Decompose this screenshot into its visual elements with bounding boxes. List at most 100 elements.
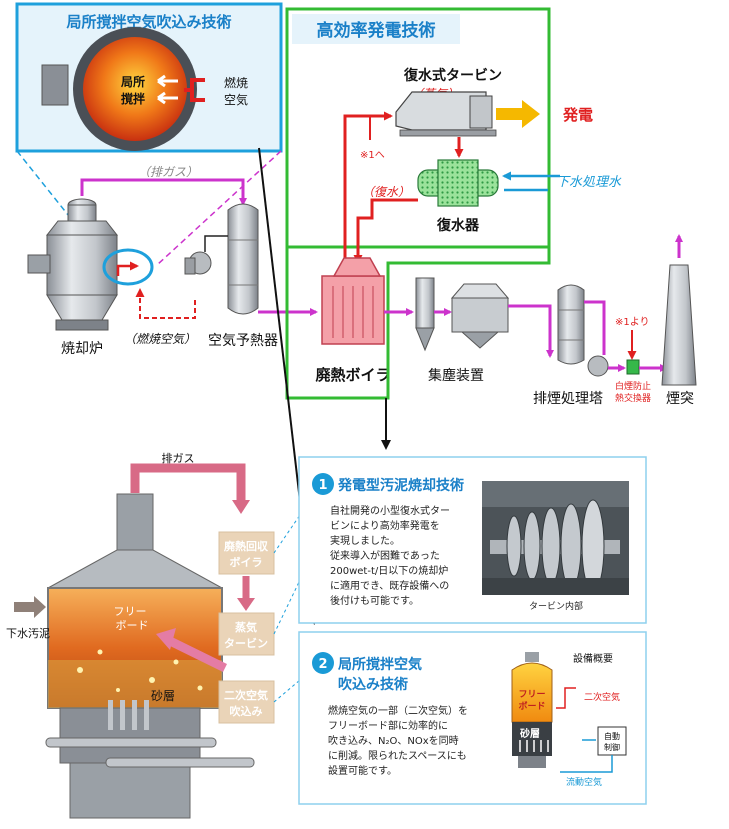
tech2-number: 2 (318, 657, 327, 672)
secondary-air-label-1: 二次空気 (224, 688, 268, 702)
mini-freeboard-2: ボード (518, 700, 545, 712)
steam-turbine-label-2: タービン (224, 636, 268, 650)
tech1-line: 従来導入が困難であった (330, 549, 440, 562)
furnace-cutaway: 排ガス フリー ボード 砂層 下水汚泥 (6, 451, 255, 819)
air-jet-arrow-upper (157, 74, 178, 88)
freeboard-label-1: フリー (114, 605, 147, 618)
sewage-water-label: 下水処理水 (556, 175, 622, 190)
tech2-line: 設置可能です。 (328, 764, 397, 777)
incinerator (27, 198, 119, 331)
chimney-label: 煙突 (666, 391, 694, 407)
steam-turbine-label-1: 蒸気 (235, 620, 257, 634)
detail-callout-circle (102, 248, 154, 286)
tech1-number-badge (312, 473, 334, 495)
furnace-exhaust-label: 排ガス (162, 451, 195, 465)
tech2-number-badge (312, 652, 334, 674)
gas-to-fan (584, 300, 606, 355)
tech2-line: 吹き込み、N₂O、NOxを同時 (328, 734, 459, 747)
mini-fluid-air-line (560, 755, 613, 773)
power-title: 高効率発電技術 (317, 20, 436, 41)
duct-stub (41, 64, 69, 106)
tech2-title-1: 局所撹拌空気 (338, 656, 422, 673)
dust-collector (415, 277, 510, 352)
gas-to-scrubber (508, 304, 554, 358)
air-preheater-label: 空気予熱器 (208, 333, 278, 349)
exhaust-gas-pipe (80, 178, 247, 206)
plume-hx-label-2: 熱交換器 (615, 392, 651, 404)
note-from-1: ※1より (615, 316, 650, 328)
combustion-air-line (135, 288, 196, 319)
combustion-air-label: （燃焼空気） (124, 332, 196, 346)
waste-heat-boiler (321, 257, 385, 345)
local-stirring-title: 局所撹拌空気吹込み技術 (65, 13, 231, 31)
exhaust-gas-label: （排ガス） (138, 165, 198, 179)
steam-pipe (343, 111, 393, 262)
scrubber-tower (557, 284, 609, 377)
auto-control-box (597, 726, 627, 756)
mini-secondary-air-label: 二次空気 (584, 691, 620, 703)
secondary-air-arrow (166, 635, 227, 673)
air-preheater (184, 203, 259, 315)
photo-caption: タービン内部 (529, 600, 583, 612)
scrubber-label: 排煙処理塔 (533, 391, 603, 407)
dust-collector-label: 集塵装置 (428, 367, 484, 384)
power-output-arrow (496, 100, 540, 128)
mini-fluid-air-label: 流動空気 (566, 776, 602, 788)
secondary-air-label-2: 吹込み (230, 704, 263, 718)
tech2-line: 燃焼空気の一部（二次空気）を (328, 704, 468, 717)
local-stirring-panel: 局所撹拌空気吹込み技術 局所 撹拌 燃焼 空気 (15, 2, 283, 153)
sand-bed-label: 砂層 (151, 689, 175, 703)
furnace-fireball (83, 37, 187, 141)
tech1-title: 発電型汚泥焼却技術 (337, 477, 464, 494)
tech1-line: 後付けも可能です。 (330, 594, 419, 607)
tech1-panel: 1 発電型汚泥焼却技術 自社開発の小型復水式ター ビンにより高効率発電を 実現し… (298, 456, 647, 624)
condensate-label: （復水） (362, 185, 410, 199)
condenser-label: 復水器 (436, 217, 480, 234)
note-to-1: ※1へ (360, 150, 385, 161)
plume-hx-label-1: 白煙防止 (615, 380, 651, 392)
mini-freeboard-1: フリー (518, 689, 545, 700)
sludge-inlet-arrow (14, 596, 46, 618)
auto-control-1: 自動 (604, 731, 620, 741)
tech1-line: ビンにより高効率発電を (330, 519, 440, 532)
sludge-label: 下水汚泥 (6, 627, 50, 640)
tech1-line: 実現しました。 (330, 534, 400, 547)
mini-furnace (511, 652, 553, 768)
condensate-pipe (353, 198, 418, 264)
boiler-recovery-box (218, 531, 275, 575)
chimney (661, 264, 697, 386)
plume-hx (626, 359, 640, 375)
tech2-title-2: 吹込み技術 (338, 676, 408, 693)
mini-sand-label: 砂層 (519, 727, 540, 740)
tech1-line: に適用でき、既存設備への (330, 579, 449, 592)
incinerator-label: 焼却炉 (61, 341, 103, 357)
tech1-number: 1 (318, 478, 327, 493)
boiler-highlight-outline (285, 247, 551, 400)
zoom-line-right (156, 150, 282, 266)
tech1-line: 200wet-t/日以下の焼却炉 (330, 565, 448, 577)
local-label-2: 撹拌 (121, 91, 145, 106)
freeboard-label-2: ボード (116, 619, 149, 632)
local-air-arrow (116, 261, 139, 276)
local-label-1: 局所 (121, 74, 145, 89)
mini-secondary-air-line (556, 687, 576, 709)
tech2-line: に削減。限られたスペースにも (328, 749, 467, 762)
overview-label: 設備概要 (573, 652, 613, 665)
turbine-label: 復水式タービン (403, 67, 502, 84)
secondary-air-box (218, 680, 275, 724)
power-generation-panel: 高効率発電技術 復水式タービン （蒸気） 発電 ※1へ 復水器 （復水） (285, 7, 593, 264)
air-label-1: 燃焼 (224, 75, 248, 90)
boiler-recovery-label-2: ボイラ (230, 555, 263, 569)
boiler-recovery-label-1: 廃熱回収 (224, 539, 269, 553)
turbine-rotor-photo (482, 481, 629, 595)
furnace-exhaust-pipe (130, 463, 246, 503)
tech2-panel: 2 局所撹拌空気 吹込み技術 燃焼空気の一部（二次空気）を フリーボード部に効率… (298, 631, 647, 805)
air-label-2: 空気 (224, 92, 248, 107)
tech1-line: 自社開発の小型復水式ター (330, 504, 450, 517)
power-out-label: 発電 (562, 106, 593, 124)
steam-turbine-box (218, 612, 275, 656)
tech2-line: フリーボード部に効率的に (328, 719, 448, 732)
auto-control-2: 制御 (604, 742, 620, 752)
